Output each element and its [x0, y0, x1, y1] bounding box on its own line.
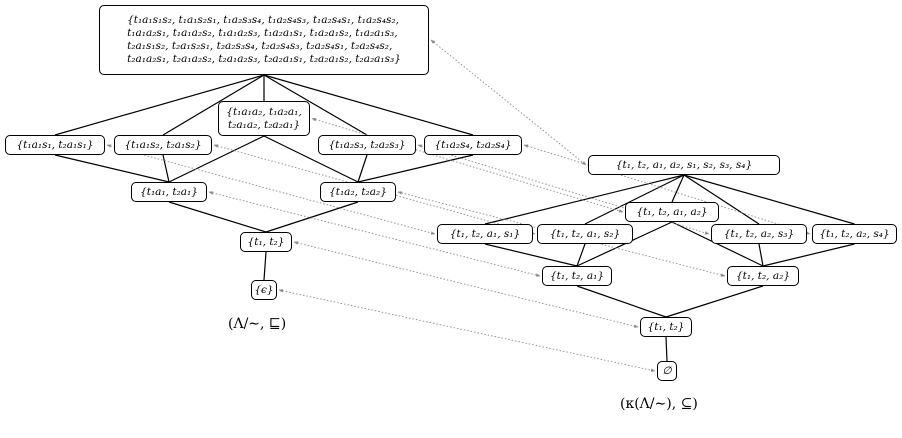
node-text-line: t₁a₁a₂s₁, t₁a₁a₂s₂, t₁a₁a₂s₃, t₁a₂a₁s₁, … — [127, 27, 398, 39]
node-text-line: {t₁, t₂, a₂} — [735, 269, 791, 282]
right-node-a1s2: {t₁, t₂, a₁, s₂} — [537, 224, 633, 244]
left-hasse-edge — [357, 154, 474, 183]
left-node-a1a2: {t₁a₁a₂, t₁a₂a₁,t₂a₁a₂, t₂a₂a₁} — [218, 101, 310, 136]
left-hasse-edge — [265, 201, 359, 233]
left-hasse-edge — [162, 74, 265, 136]
node-text-line: {t₁a₁s₂, t₂a₁s₂} — [124, 138, 202, 151]
node-text-line: t₂a₁a₂, t₂a₂a₁} — [227, 118, 301, 131]
correspondence-arrow — [278, 289, 656, 372]
left-node-a1s1: {t₁a₁s₁, t₂a₁s₁} — [5, 135, 105, 155]
node-text-line: t₂a₁a₂s₁, t₂a₁a₂s₂, t₂a₁a₂s₃, t₂a₂a₁s₁, … — [127, 53, 401, 65]
right-node-a2s4: {t₁, t₂, a₂, s₄} — [812, 224, 897, 244]
right-hasse-edge — [758, 243, 764, 267]
node-text-line: {t₁a₁s₁, t₂a₁s₁} — [16, 138, 94, 151]
right-hasse-edge — [484, 243, 578, 267]
left-node-a2: {t₁a₂, t₂a₂} — [320, 182, 396, 202]
right-node-a1: {t₁, t₂, a₁} — [542, 266, 612, 286]
left-hasse-edge — [263, 251, 267, 281]
right-node-empty: ∅ — [657, 361, 677, 381]
left-hasse-edge — [54, 154, 170, 183]
left-hasse-edge — [168, 201, 267, 233]
left-hasse-edge — [54, 74, 265, 136]
node-text-line: {t₁a₁, t₂a₁} — [140, 185, 198, 198]
right-node-a2: {t₁, t₂, a₂} — [727, 266, 799, 286]
right-hasse-edge — [671, 174, 685, 203]
node-text-line: {t₁, t₂} — [247, 235, 285, 248]
right-hasse-edge — [665, 285, 764, 318]
node-text-line: {t₁, t₂, a₁, s₂} — [549, 227, 621, 240]
right-hasse-edge — [762, 243, 855, 267]
left-node-a2s3: {t₁a₂s₃, t₂a₂s₃} — [318, 135, 416, 155]
left-node-a1s2: {t₁a₁s₂, t₂a₁s₂} — [114, 135, 212, 155]
node-text-line: {t₁a₂s₄, t₂a₂s₄} — [434, 138, 512, 151]
left-node-t: {t₁, t₂} — [240, 232, 292, 252]
correspondence-arrow — [523, 144, 811, 235]
left-node-top: {t₁a₁s₁s₂, t₁a₁s₂s₁, t₁a₂s₃s₄, t₁a₂s₄s₃,… — [99, 5, 429, 75]
node-text-line: {t₁, t₂, a₂, s₄} — [819, 227, 890, 240]
node-text-line: {t₁, t₂, a₁, s₁} — [449, 227, 521, 240]
node-text-line: t₂a₁s₁s₂, t₂a₁s₂s₁, t₂a₂s₃s₄, t₂a₂s₄s₃, … — [127, 40, 393, 52]
right-lattice-caption: (κ(Λ/∼), ⊆) — [620, 396, 698, 412]
node-text-line: {t₁, t₂, a₁, a₂, s₁, s₂, s₃, s₄} — [615, 158, 753, 171]
node-text-line: {t₁, t₂, a₂, s₃} — [723, 227, 795, 240]
node-text-line: {t₁a₂, t₂a₂} — [329, 185, 387, 198]
right-node-t: {t₁, t₂} — [640, 317, 692, 337]
left-node-a2s4: {t₁a₂s₄, t₂a₂s₄} — [424, 135, 522, 155]
left-hasse-edge — [357, 154, 368, 183]
node-text-line: {t₁, t₂} — [647, 320, 685, 333]
right-node-a1a2: {t₁, t₂, a₁, a₂} — [625, 202, 719, 222]
left-node-a1: {t₁a₁, t₂a₁} — [131, 182, 207, 202]
right-hasse-edge — [576, 285, 667, 318]
left-lattice-caption: (Λ/∼, ⊑) — [228, 316, 287, 332]
node-text-line: {t₁a₂s₃, t₂a₂s₃} — [328, 138, 406, 151]
left-node-epsilon: {ϵ} — [251, 280, 277, 300]
right-node-top: {t₁, t₂, a₁, a₂, s₁, s₂, s₃, s₄} — [588, 155, 780, 175]
correspondence-arrow — [106, 144, 436, 235]
right-node-a1s1: {t₁, t₂, a₁, s₁} — [437, 224, 533, 244]
right-hasse-edge — [665, 336, 668, 362]
node-text-line: {t₁a₁s₁s₂, t₁a₁s₂s₁, t₁a₂s₃s₄, t₁a₂s₄s₃,… — [127, 14, 400, 26]
node-text-line: ∅ — [662, 364, 672, 377]
left-hasse-edge — [162, 154, 170, 183]
node-text-line: {ϵ} — [254, 283, 274, 296]
node-text-line: {t₁a₁a₂, t₁a₂a₁, — [226, 105, 302, 118]
node-text-line: {t₁, t₂, a₁} — [549, 269, 605, 282]
right-node-a2s3: {t₁, t₂, a₂, s₃} — [711, 224, 807, 244]
node-text-line: {t₁, t₂, a₁, a₂} — [636, 205, 708, 218]
